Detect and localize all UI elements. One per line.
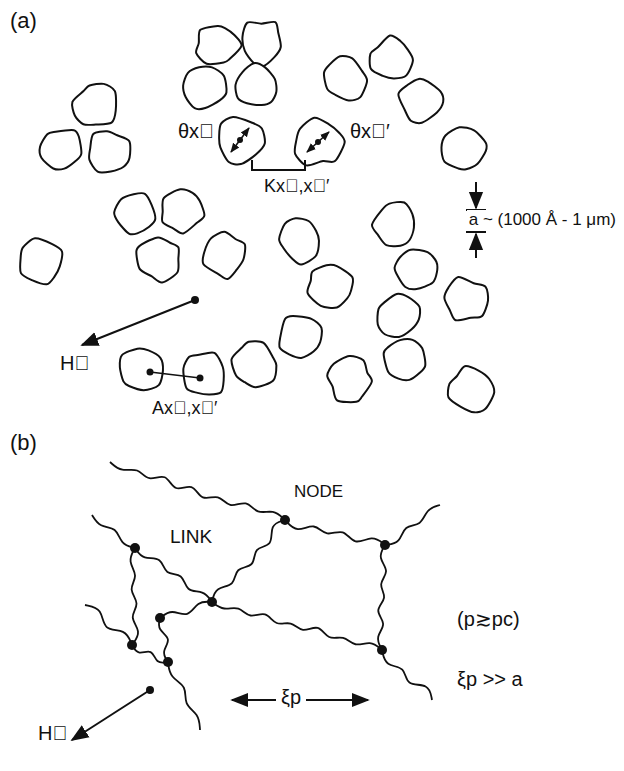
annotation: θx⃗′ [348, 120, 392, 143]
annotation: ξp [279, 686, 303, 709]
annotation: Kx⃗,x⃗′ [262, 176, 331, 197]
annotation: Ax⃗,x⃗′ [150, 398, 219, 419]
annotation: H⃗ [36, 722, 69, 745]
dimension-tick [466, 231, 486, 233]
grain-outline [20, 238, 62, 284]
grain-center [315, 139, 321, 145]
grain-outline [448, 366, 494, 412]
network-node [380, 540, 390, 550]
network-node [127, 640, 137, 650]
dimension-arrow [475, 234, 477, 258]
grain-outline [89, 131, 130, 172]
network-node [163, 657, 173, 667]
network-node [377, 645, 387, 655]
grain-outline [444, 277, 488, 321]
grain-outline [162, 189, 204, 233]
annotation: a ~ (1000 Å - 1 μm) [467, 210, 618, 230]
phase-arrow [307, 132, 329, 152]
network-link [382, 650, 432, 700]
grain-outline [279, 218, 319, 264]
network-node [280, 515, 290, 525]
network-link [285, 520, 385, 545]
grain-outline [324, 56, 367, 101]
grain-outline [307, 265, 353, 308]
panel-label: (a) [8, 8, 39, 33]
grain-outline [395, 249, 438, 289]
grain-outline [242, 22, 280, 66]
grain-outline [183, 352, 223, 394]
grain-outline [327, 356, 372, 402]
network-link [135, 548, 212, 602]
network-link [110, 462, 285, 520]
grain-outline [196, 26, 242, 64]
network-link [130, 548, 138, 645]
annotation: ξp >> a [455, 668, 525, 691]
grain-outline [372, 202, 414, 246]
phase-arrow [231, 128, 249, 152]
grain-outline [120, 348, 163, 390]
grain-outline [384, 339, 426, 380]
grain-outline [370, 35, 413, 78]
grain-outline [441, 127, 486, 169]
grain-outline [219, 117, 265, 164]
grain-outline [295, 118, 345, 166]
grain-outline [183, 67, 226, 109]
grain-outline [72, 84, 116, 125]
grain-outline [279, 316, 322, 358]
annotation: LINK [168, 526, 214, 548]
annotation: (p≳pc) [455, 608, 522, 631]
coupling-bracket [252, 160, 305, 170]
network-link [159, 618, 168, 662]
panel-label: (b) [8, 430, 39, 455]
network-link [160, 602, 212, 618]
network-link [378, 545, 386, 650]
network-link [212, 520, 285, 602]
network-node [155, 613, 165, 623]
network-link [85, 605, 132, 645]
length-arrow [232, 699, 276, 701]
grain-outline [40, 130, 82, 169]
network-link [212, 602, 382, 650]
network-link [132, 645, 168, 663]
network-link [92, 515, 135, 548]
grain-center [237, 137, 243, 143]
network-link [385, 505, 440, 545]
length-arrow [306, 699, 368, 701]
network-node [130, 543, 140, 553]
vector-potential-link [150, 372, 200, 378]
network-link [168, 662, 200, 730]
network-node [207, 597, 217, 607]
dimension-arrow [475, 182, 477, 208]
grain-outline [377, 294, 420, 337]
grain-outline [231, 341, 276, 387]
grain-outline [398, 79, 443, 123]
grain-outline [203, 232, 246, 279]
grain-outline [114, 193, 155, 234]
annotation: NODE [292, 482, 345, 502]
field-arrow [82, 300, 195, 345]
grain-outline [136, 237, 179, 282]
annotation: H⃗ [58, 352, 91, 375]
grain-outline [235, 63, 276, 105]
annotation: θx⃗ [176, 120, 216, 143]
field-arrow [72, 690, 150, 740]
